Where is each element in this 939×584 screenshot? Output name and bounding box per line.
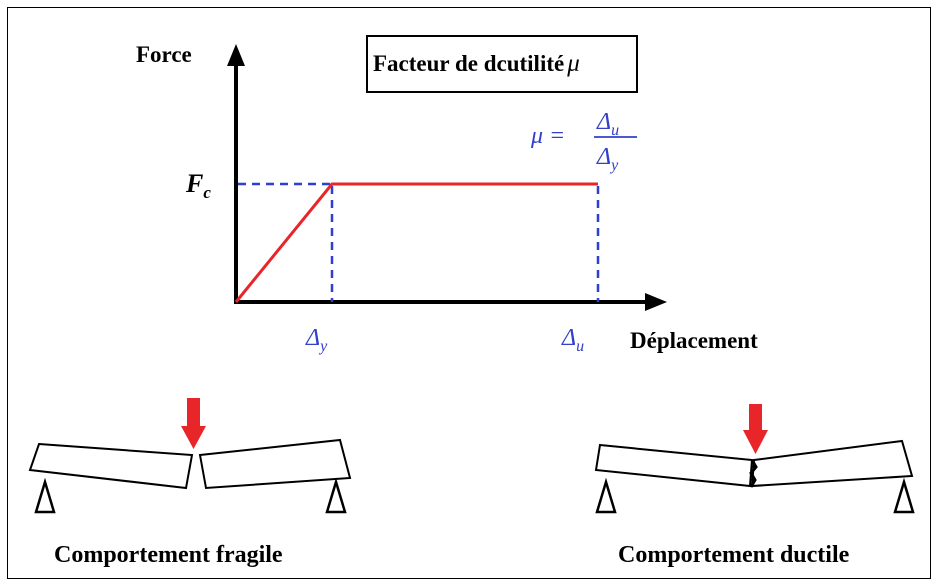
down-arrow-red-icon bbox=[743, 404, 768, 454]
x-axis-arrowhead bbox=[645, 293, 667, 311]
y-axis-arrowhead bbox=[227, 44, 245, 66]
crack-line bbox=[749, 459, 758, 488]
fc-label: Fc bbox=[185, 169, 211, 202]
ductile-beam bbox=[594, 404, 915, 514]
triangle-support-icon bbox=[595, 477, 617, 514]
delta-y-label: Δy bbox=[305, 325, 328, 355]
delta-u-label: Δu bbox=[561, 325, 584, 355]
fragile-beam bbox=[28, 398, 352, 514]
svg-text:μ =: μ = bbox=[530, 123, 565, 149]
down-arrow-red-icon bbox=[181, 398, 206, 449]
caption-ductile: Comportement ductile bbox=[618, 542, 850, 568]
caption-fragile: Comportement fragile bbox=[54, 542, 283, 568]
svg-text:Δu: Δu bbox=[596, 109, 619, 139]
triangle-support-icon bbox=[325, 477, 347, 514]
ductility-formula: μ = Δu Δy bbox=[530, 109, 637, 174]
triangle-support-icon bbox=[34, 477, 56, 514]
title-box bbox=[366, 35, 638, 93]
y-axis-label: Force bbox=[136, 42, 192, 67]
triangle-support-icon bbox=[893, 477, 915, 514]
x-axis-label: Déplacement bbox=[630, 328, 758, 353]
mu-symbol: μ bbox=[566, 50, 580, 77]
force-displacement-curve bbox=[234, 182, 598, 303]
figure-frame bbox=[7, 7, 931, 579]
svg-text:Δy: Δy bbox=[596, 144, 619, 174]
